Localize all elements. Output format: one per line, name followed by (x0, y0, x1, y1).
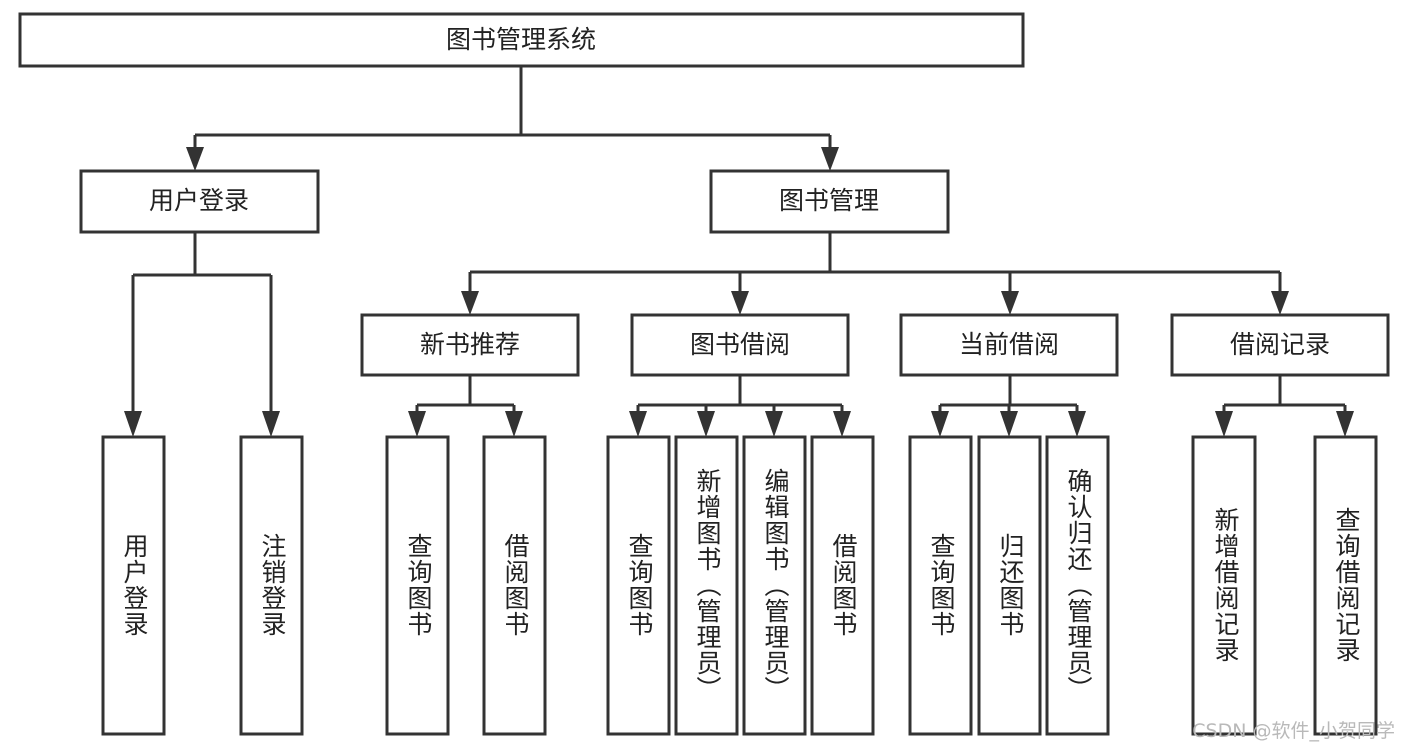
arrow-head-leaf-borrow-book-2 (833, 411, 851, 437)
node-leaf-query-book-2[interactable]: 查询图书 (606, 435, 671, 736)
arrow-head-leaf-user-login (124, 411, 142, 437)
node-leaf-query-record-label: 查询借阅记录 (1332, 507, 1361, 663)
node-leaf-user-login-label: 用户登录 (120, 533, 149, 637)
node-leaf-user-logout-box[interactable] (239, 435, 304, 736)
node-book-borrow-label: 图书借阅 (690, 330, 790, 359)
node-current-borrow-label: 当前借阅 (959, 330, 1059, 359)
node-leaf-return-book-box[interactable] (977, 435, 1042, 736)
node-leaf-add-book[interactable]: 新增图书（管理员） (674, 435, 739, 736)
node-leaf-query-record[interactable]: 查询借阅记录 (1313, 435, 1378, 736)
node-leaf-query-book-2-label: 查询图书 (625, 533, 654, 637)
arrow-head-leaf-return-book (1000, 411, 1018, 437)
node-leaf-query-book-3-box[interactable] (908, 435, 973, 736)
arrow-head-leaf-query-record (1336, 411, 1354, 437)
node-leaf-query-record-box[interactable] (1313, 435, 1378, 736)
node-leaf-confirm-return-label: 确认归还（管理员） (1064, 468, 1093, 702)
node-leaf-edit-book-box[interactable] (742, 435, 807, 736)
node-borrow-record-box[interactable] (1170, 313, 1390, 377)
node-leaf-edit-book[interactable]: 编辑图书（管理员） (742, 435, 807, 736)
node-book-borrow[interactable]: 图书借阅 (630, 313, 850, 377)
node-leaf-user-login-box[interactable] (101, 435, 166, 736)
arrow-head-leaf-add-book (697, 411, 715, 437)
node-leaf-return-book[interactable]: 归还图书 (977, 435, 1042, 736)
arrow-head-book-borrow (731, 291, 749, 315)
node-leaf-edit-book-label: 编辑图书（管理员） (761, 468, 790, 702)
node-leaf-confirm-return-box[interactable] (1045, 435, 1110, 736)
arrow-head-leaf-borrow-book-1 (505, 411, 523, 437)
arrow-head-user-login (186, 147, 204, 171)
arrow-head-new-book-recommend (461, 291, 479, 315)
node-leaf-borrow-book-2[interactable]: 借阅图书 (810, 435, 875, 736)
node-leaf-query-book-1-box[interactable] (385, 435, 450, 736)
node-book-manage-label: 图书管理 (779, 186, 879, 215)
node-borrow-record[interactable]: 借阅记录 (1170, 313, 1390, 377)
arrow-head-leaf-query-book-3 (931, 411, 949, 437)
node-user-login-box[interactable] (79, 169, 320, 234)
arrow-head-leaf-query-book-2 (629, 411, 647, 437)
node-leaf-query-book-1[interactable]: 查询图书 (385, 435, 450, 736)
arrow-head-current-borrow (1001, 291, 1019, 315)
arrow-head-leaf-add-record (1215, 411, 1233, 437)
node-leaf-query-book-1-label: 查询图书 (404, 533, 433, 637)
node-book-manage-box[interactable] (709, 169, 950, 234)
node-leaf-user-login[interactable]: 用户登录 (101, 435, 166, 736)
arrow-head-leaf-user-logout (262, 411, 280, 437)
node-leaf-add-record-box[interactable] (1191, 435, 1257, 736)
node-leaf-add-record[interactable]: 新增借阅记录 (1191, 435, 1257, 736)
arrow-head-book-manage (821, 147, 839, 171)
arrow-head-leaf-query-book-1 (408, 411, 426, 437)
node-leaf-borrow-book-1-label: 借阅图书 (501, 533, 530, 637)
node-book-manage[interactable]: 图书管理 (709, 169, 950, 234)
node-leaf-query-book-2-box[interactable] (606, 435, 671, 736)
node-leaf-query-book-3-label: 查询图书 (927, 533, 956, 637)
node-leaf-borrow-book-2-box[interactable] (810, 435, 875, 736)
node-root-box[interactable] (18, 12, 1025, 68)
node-user-login[interactable]: 用户登录 (79, 169, 320, 234)
node-leaf-query-book-3[interactable]: 查询图书 (908, 435, 973, 736)
node-book-borrow-box[interactable] (630, 313, 850, 377)
node-current-borrow[interactable]: 当前借阅 (899, 313, 1119, 377)
arrow-head-leaf-edit-book (765, 411, 783, 437)
node-new-book-recommend[interactable]: 新书推荐 (360, 313, 580, 377)
node-leaf-borrow-book-1[interactable]: 借阅图书 (482, 435, 547, 736)
node-root-label: 图书管理系统 (446, 25, 596, 54)
node-leaf-borrow-book-1-box[interactable] (482, 435, 547, 736)
node-leaf-user-logout[interactable]: 注销登录 (239, 435, 304, 736)
node-leaf-add-book-label: 新增图书（管理员） (693, 468, 722, 702)
node-user-login-label: 用户登录 (149, 186, 249, 215)
node-borrow-record-label: 借阅记录 (1230, 330, 1330, 359)
node-new-book-recommend-label: 新书推荐 (420, 330, 520, 359)
node-leaf-user-logout-label: 注销登录 (258, 533, 287, 637)
arrow-head-borrow-record (1271, 291, 1289, 315)
node-leaf-confirm-return[interactable]: 确认归还（管理员） (1045, 435, 1110, 736)
arrow-head-leaf-confirm-return (1068, 411, 1086, 437)
node-leaf-borrow-book-2-label: 借阅图书 (829, 533, 858, 637)
connector-layer (124, 66, 1354, 437)
node-new-book-recommend-box[interactable] (360, 313, 580, 377)
node-leaf-add-book-box[interactable] (674, 435, 739, 736)
node-leaf-return-book-label: 归还图书 (996, 533, 1025, 637)
node-root[interactable]: 图书管理系统 (18, 12, 1025, 68)
node-leaf-add-record-label: 新增借阅记录 (1211, 507, 1240, 663)
node-current-borrow-box[interactable] (899, 313, 1119, 377)
